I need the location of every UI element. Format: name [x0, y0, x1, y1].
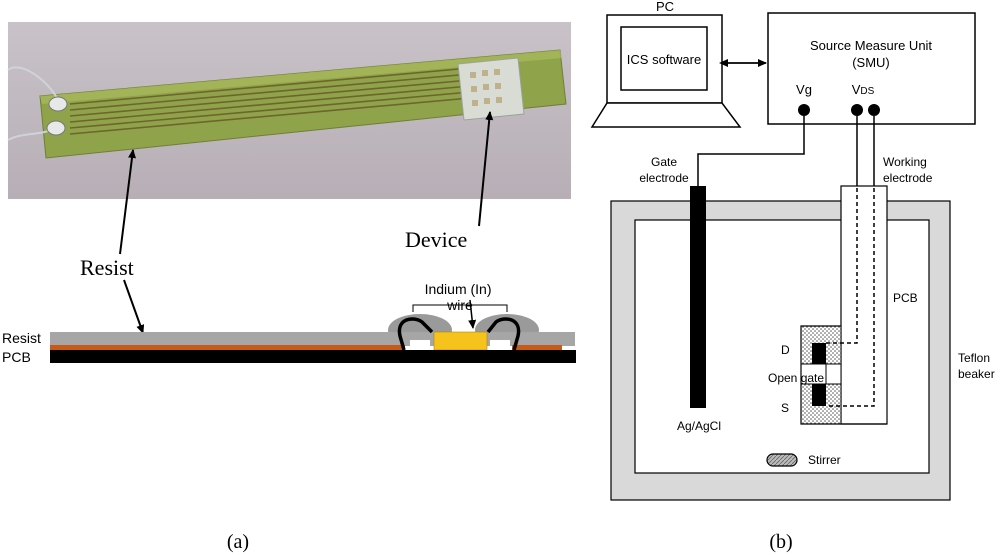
pcb-layer-label: PCB: [2, 349, 31, 365]
pc-label: PC: [656, 0, 674, 14]
cross-section: [50, 304, 576, 363]
indium-wire-label: Indium (In) wire: [425, 281, 496, 313]
source-label: S: [781, 401, 789, 415]
caption-a: (a): [227, 531, 249, 553]
vs-terminal: [868, 104, 880, 116]
teflon-label-2: beaker: [958, 367, 995, 381]
pcb-layer: [50, 350, 576, 363]
caption-b: (b): [769, 531, 792, 553]
vd-terminal: [851, 104, 863, 116]
ics-software-label: ICS software: [627, 52, 701, 67]
device-arrow: [478, 111, 494, 227]
gate-electrode-rod: [690, 186, 706, 408]
smu-title-line1: Source Measure Unit: [810, 38, 932, 53]
vg-label: Vg: [796, 82, 812, 97]
resist-photo-label: Resist: [80, 255, 134, 280]
pcb-label: PCB: [893, 291, 918, 305]
copper-trace-right: [512, 345, 562, 350]
pc-monitor: [590, 14, 742, 128]
vds-wires: [856, 116, 875, 188]
resist-layer-label: Resist: [2, 330, 41, 346]
resist-arrow: [119, 149, 145, 334]
stirrer-label: Stirrer: [808, 453, 841, 467]
device-label: Device: [405, 227, 467, 252]
vg-terminal: [798, 104, 810, 116]
vds-label: VDS: [852, 82, 875, 97]
copper-trace-left: [50, 345, 405, 350]
gate-electrode-label-2: electrode: [639, 171, 689, 185]
open-gate-label: Open gate: [768, 371, 824, 385]
working-electrode-label-1: Working: [883, 155, 927, 169]
teflon-beaker: [610, 200, 951, 501]
gate-wire: [697, 116, 805, 188]
gate-electrode-label-1: Gate: [651, 155, 677, 169]
indium-device: [433, 331, 488, 351]
smu-title-line2: (SMU): [852, 55, 890, 70]
pcb-working-electrode: [800, 185, 888, 425]
device-photo: [7, 22, 571, 199]
working-electrode-label-2: electrode: [883, 171, 933, 185]
drain-label: D: [781, 343, 790, 357]
ag-agcl-label: Ag/AgCl: [677, 419, 721, 433]
stirrer-bar: [766, 453, 798, 467]
teflon-label-1: Teflon: [958, 351, 990, 365]
indium-arrow: [468, 299, 477, 329]
